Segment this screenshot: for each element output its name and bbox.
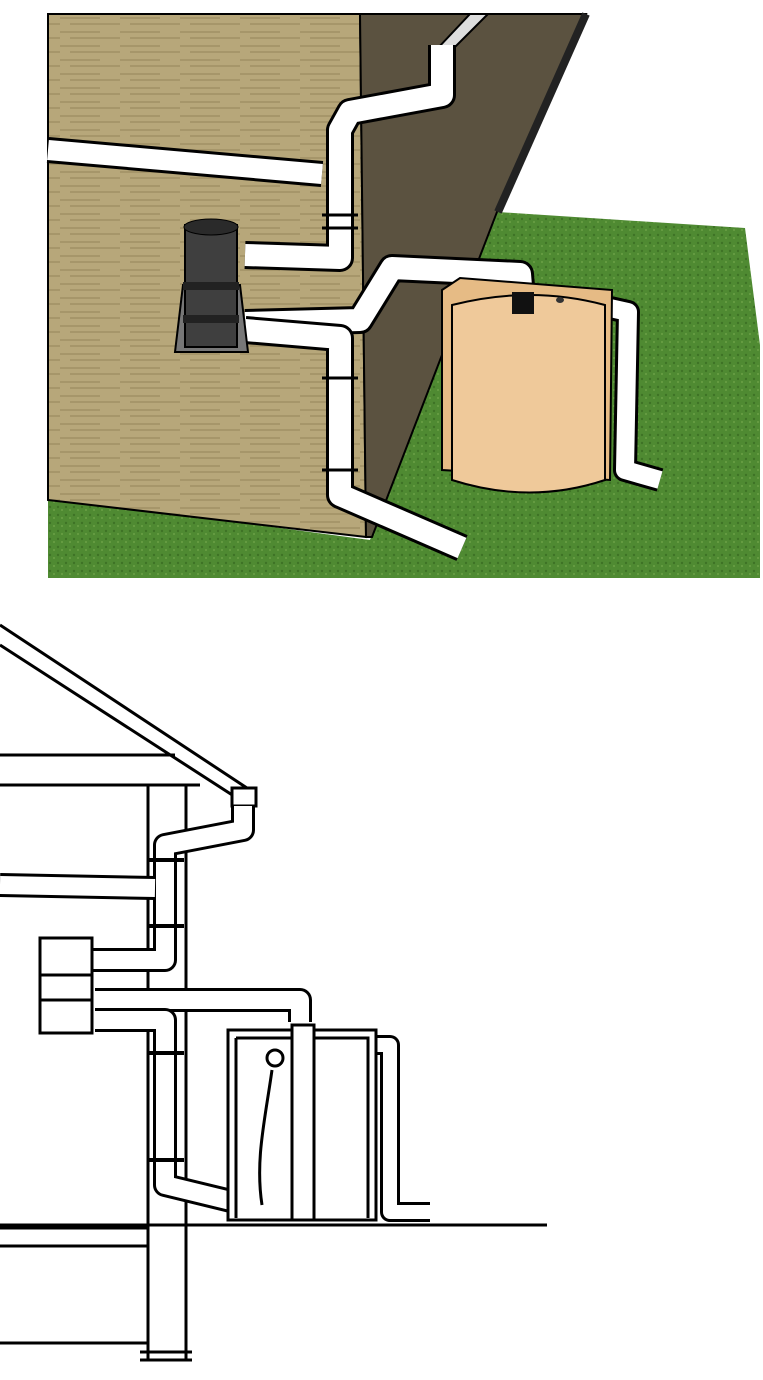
- gutter-outline: [230, 786, 258, 808]
- elevation-view: [0, 623, 547, 1362]
- floor-joists: [0, 1226, 148, 1345]
- roof: [0, 623, 251, 802]
- house-wall-side: [358, 13, 588, 538]
- clamps-outline: [148, 858, 184, 1162]
- foundation-edge: [494, 12, 590, 214]
- pipe-clamps: [322, 213, 358, 472]
- first-flush-filter: [173, 218, 250, 353]
- rain-tank: [441, 276, 614, 494]
- filter-outline: [38, 936, 94, 1035]
- pipes-outline: [0, 806, 430, 1222]
- tank-outline: [226, 1023, 378, 1222]
- render-view: [46, 12, 760, 578]
- house-wall: [140, 785, 192, 1362]
